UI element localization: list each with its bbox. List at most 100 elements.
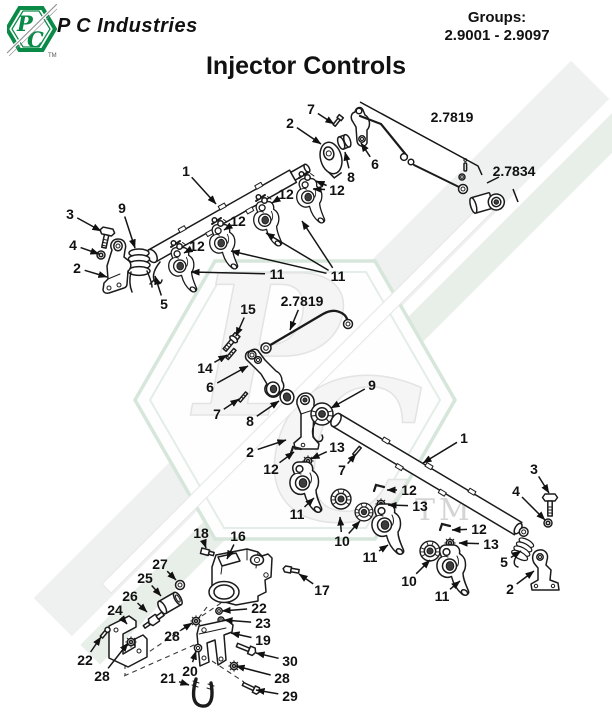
part-callout-16: 16	[230, 528, 246, 544]
part-callout-13: 13	[412, 498, 428, 514]
callout-arrow	[449, 580, 461, 590]
callout-leader-line	[486, 176, 500, 184]
part-callout-12: 12	[263, 461, 279, 477]
callout-arrow	[301, 220, 334, 269]
callout-arrow	[255, 688, 279, 695]
callout-arrow	[226, 544, 235, 560]
callout-arrow	[136, 602, 148, 613]
callout-arrow	[190, 650, 197, 663]
part-callout-12: 12	[471, 521, 487, 537]
callout-arrow	[80, 246, 100, 255]
right-mount	[509, 493, 560, 591]
callout-arrow	[216, 365, 249, 384]
callout-arrow	[166, 570, 177, 581]
part-callout-10: 10	[334, 533, 350, 549]
part-callout-4: 4	[69, 237, 77, 253]
callout-arrow	[107, 642, 129, 669]
callout-arrow	[223, 222, 234, 231]
part-callout-11: 11	[290, 506, 305, 522]
part-callout-11: 11	[435, 588, 450, 604]
part-callout-29: 29	[282, 688, 298, 704]
callout-arrow	[89, 636, 102, 653]
callout-arrow	[422, 441, 458, 464]
callout-arrow	[330, 388, 366, 409]
callout-arrow	[378, 544, 389, 553]
callout-arrow	[387, 501, 409, 509]
part-callout-6: 6	[371, 156, 379, 172]
callout-arrow	[265, 232, 329, 272]
callout-leader-line	[512, 188, 519, 203]
part-callout-2.7834: 2.7834	[493, 163, 536, 179]
callout-arrow	[458, 539, 480, 547]
part-callout-3: 3	[530, 461, 538, 477]
callout-arrow	[256, 400, 280, 417]
part-callout-5: 5	[160, 296, 168, 312]
part-callout-7: 7	[338, 462, 346, 478]
callout-arrow	[191, 176, 217, 205]
part-callout-19: 19	[255, 632, 271, 648]
part-callout-13: 13	[329, 439, 345, 455]
logo-tm: TM	[48, 53, 57, 58]
part-callout-7: 7	[307, 101, 315, 117]
company-logo: P C TM	[7, 4, 57, 58]
part-callout-30: 30	[282, 653, 298, 669]
part-callout-12: 12	[329, 182, 345, 198]
callout-arrow	[223, 617, 252, 625]
callout-arrow	[190, 268, 266, 276]
callout-arrow	[312, 185, 326, 193]
callout-arrow	[343, 151, 351, 169]
callout-arrow	[154, 275, 163, 296]
part-callout-12: 12	[230, 213, 246, 229]
part-callout-7: 7	[213, 406, 221, 422]
callout-arrow	[298, 573, 314, 585]
top-control-rod-group	[358, 114, 506, 214]
part-callout-2: 2	[286, 115, 294, 131]
part-callout-25: 25	[137, 570, 153, 586]
part-callout-24: 24	[107, 602, 123, 618]
part-callout-1: 1	[460, 430, 468, 446]
callout-arrow	[76, 217, 102, 232]
callout-arrow	[178, 678, 190, 686]
part-callout-1: 1	[182, 163, 190, 179]
part-callout-9: 9	[368, 377, 376, 393]
part-callout-2.7819: 2.7819	[281, 293, 324, 309]
callout-arrow	[257, 439, 287, 451]
top-left-mount	[96, 226, 163, 294]
page-title: Injector Controls	[205, 52, 406, 80]
part-callout-22: 22	[251, 600, 267, 616]
callout-arrow	[151, 585, 162, 597]
callout-arrow	[230, 631, 252, 639]
groups-reference: Groups: 2.9001 - 2.9097	[436, 9, 558, 45]
callout-arrow	[521, 496, 546, 521]
callout-arrow	[180, 622, 193, 631]
part-callout-23: 23	[255, 615, 271, 631]
callout-arrow	[360, 142, 371, 158]
part-callout-8: 8	[347, 169, 355, 185]
callout-arrow	[510, 550, 522, 559]
middle-injector-shaft	[330, 412, 529, 538]
callout-arrow	[537, 476, 550, 494]
callout-arrow	[315, 180, 327, 188]
groups-range: 2.9001 - 2.9097	[444, 27, 550, 44]
part-callout-22: 22	[77, 652, 93, 668]
callout-arrow	[84, 269, 108, 278]
part-callout-2: 2	[246, 444, 254, 460]
part-callout-27: 27	[152, 556, 168, 572]
callout-arrow	[296, 126, 322, 145]
part-callout-8: 8	[246, 413, 254, 429]
part-callout-26: 26	[122, 588, 138, 604]
part-callout-11: 11	[363, 549, 378, 565]
callout-arrow	[310, 451, 328, 460]
callout-arrow	[303, 497, 315, 508]
callout-arrow	[516, 570, 535, 585]
part-callout-12: 12	[189, 238, 205, 254]
part-callout-21: 21	[160, 670, 176, 686]
callout-arrow	[337, 516, 345, 533]
callout-arrow	[317, 112, 335, 125]
part-callout-11: 11	[270, 266, 285, 282]
part-callout-6: 6	[206, 379, 214, 395]
callout-arrow	[279, 451, 295, 464]
callout-arrow	[223, 398, 240, 410]
top-pivot-lever	[319, 106, 371, 179]
